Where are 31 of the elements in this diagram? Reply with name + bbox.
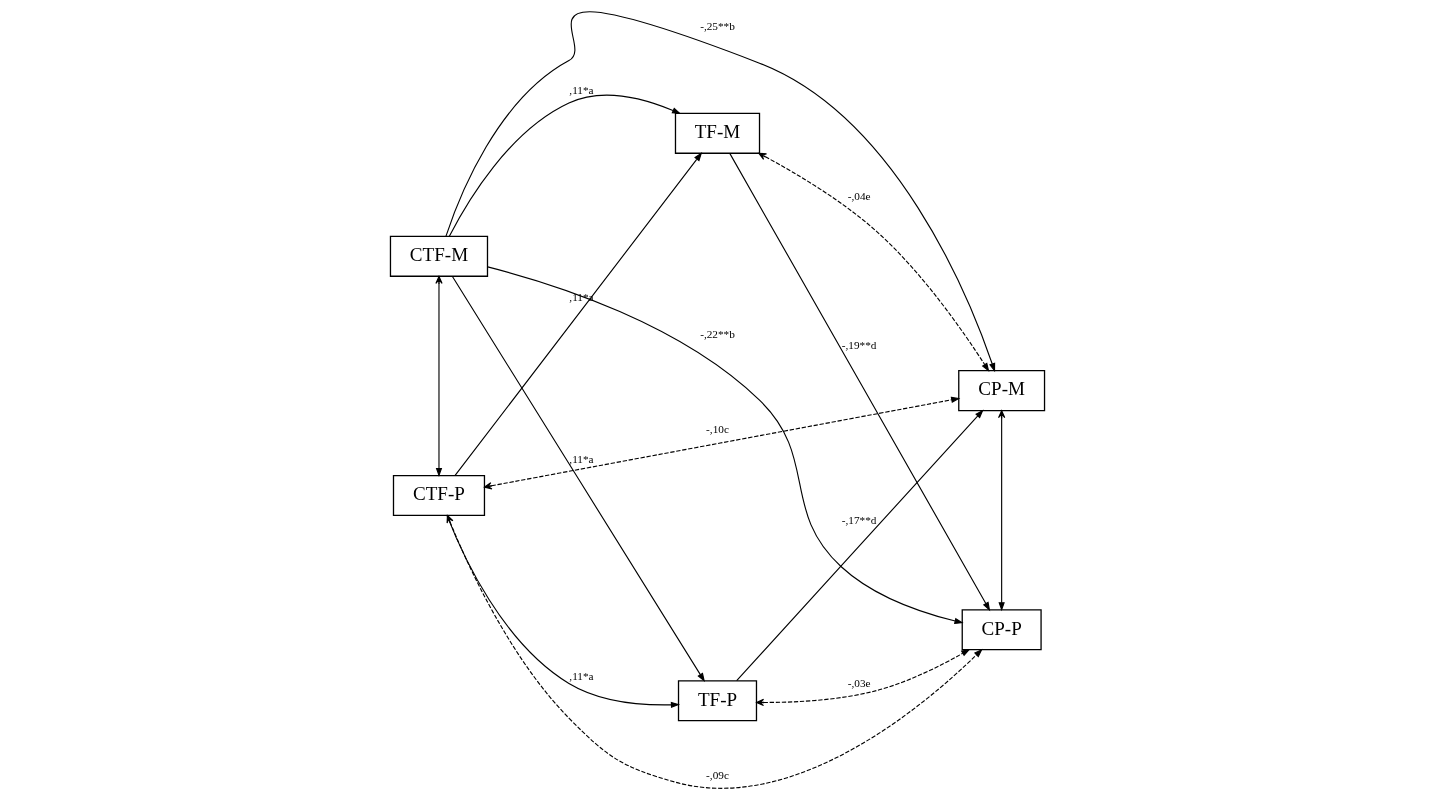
- edge-label: ,11*a: [569, 452, 594, 465]
- edge-label: -,04e: [847, 190, 871, 203]
- node-box: CTF-P: [392, 474, 486, 517]
- arrow: [448, 94, 682, 237]
- arrow: [446, 514, 983, 789]
- arrow: [758, 152, 990, 372]
- arrow: [451, 275, 705, 683]
- edge-label: -,17**d: [841, 514, 877, 527]
- node-box: CTF-M: [389, 235, 489, 277]
- arrow: [454, 152, 703, 477]
- arrow: [446, 515, 681, 709]
- arrow: [445, 11, 996, 373]
- node-box: TF-P: [677, 680, 758, 722]
- node-box: CP-M: [958, 370, 1046, 412]
- node-box: TF-M: [674, 112, 761, 154]
- edge-label: ,11*a: [569, 670, 594, 683]
- arrow: [736, 409, 984, 682]
- edge-label: -,22**b: [700, 328, 735, 341]
- edge-label: -,25**b: [700, 19, 735, 32]
- arrow: [729, 152, 991, 612]
- arrow: [435, 275, 443, 478]
- edge-label: ,11*a: [569, 83, 594, 96]
- edge-label: -,03e: [847, 677, 871, 690]
- arrow: [487, 266, 964, 625]
- edge-label: -,10c: [706, 423, 729, 436]
- edge-label: -,09c: [706, 769, 729, 782]
- arrow: [484, 396, 961, 490]
- arrow: [997, 410, 1006, 612]
- node-box: CP-P: [961, 609, 1042, 651]
- edge-label: -,19**d: [841, 339, 877, 352]
- arrow: [756, 648, 971, 707]
